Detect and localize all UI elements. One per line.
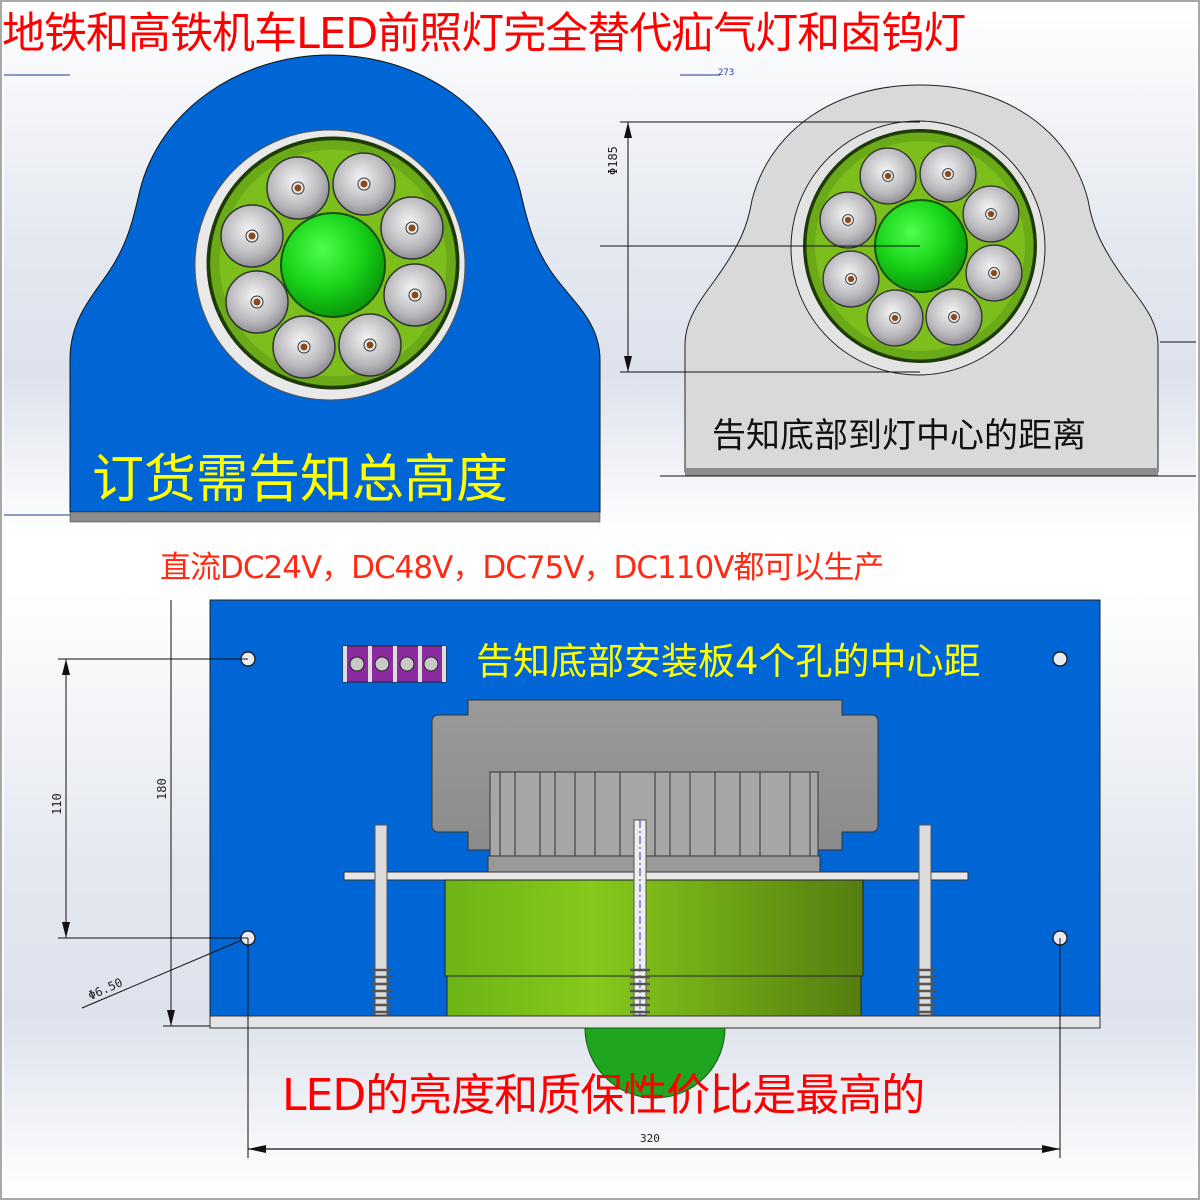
order-height-note: 订货需告知总高度 <box>92 450 509 510</box>
dim-width-label: 320 <box>640 1132 660 1145</box>
dim-width-top-label: 273 <box>718 68 735 78</box>
center-distance-note: 告知底部到灯中心的距离 <box>712 416 1086 456</box>
terminal-block <box>342 645 447 683</box>
side-view-drawing <box>58 599 1101 1158</box>
left-lamp-front-view <box>4 54 601 523</box>
dim-diameter-label: Φ185 <box>606 146 620 175</box>
driver-box <box>431 699 879 875</box>
dim-total-height-label: 180 <box>155 778 169 800</box>
dim-hole-spacing-label: 110 <box>50 793 64 815</box>
right-lamp-front-view <box>600 74 1196 477</box>
brightness-value-note: LED的亮度和质保性价比是最高的 <box>282 1070 925 1121</box>
page-title: 地铁和高铁机车LED前照灯完全替代疝气灯和卤钨灯 <box>2 9 966 59</box>
voltage-options-text: 直流DC24V，DC48V，DC75V，DC110V都可以生产 <box>160 550 884 586</box>
mounting-holes-note: 告知底部安装板4个孔的中心距 <box>476 640 981 683</box>
